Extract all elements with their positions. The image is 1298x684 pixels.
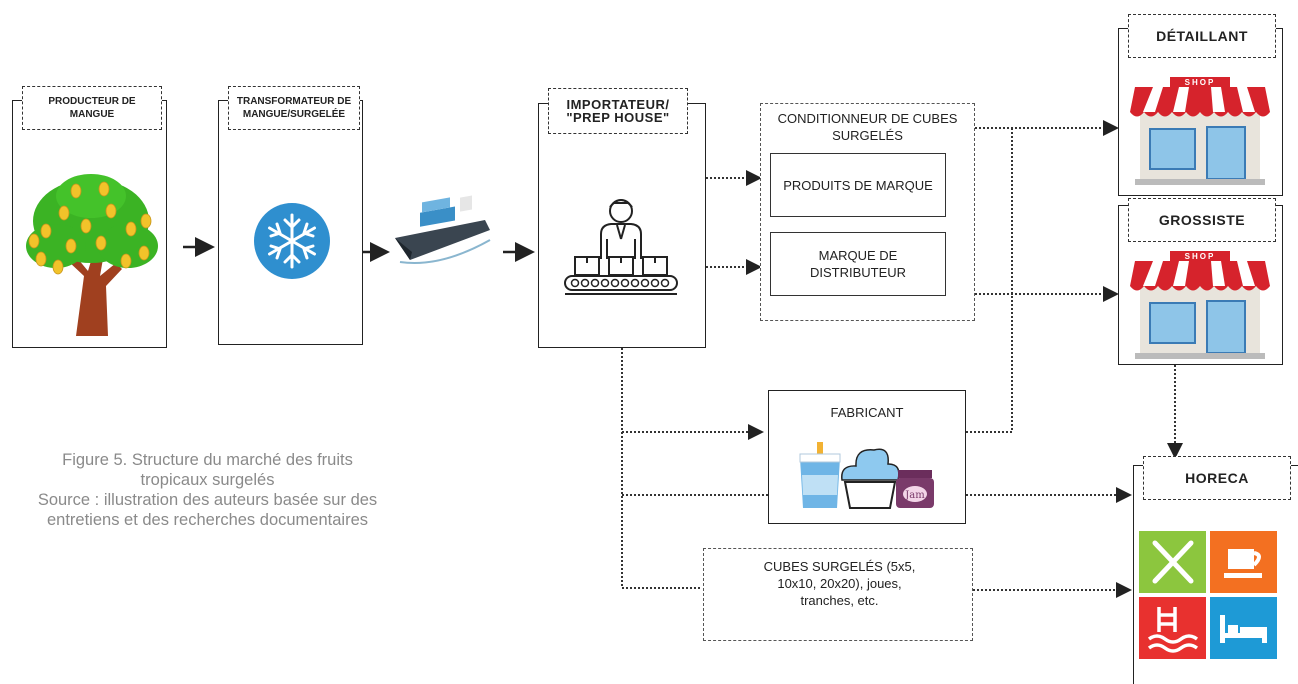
factory-worker-icon (564, 199, 678, 295)
horeca-box (1133, 465, 1298, 684)
ice-cream-icon (841, 448, 900, 509)
caption-line-2: tropicaux surgelés (140, 471, 275, 489)
shop-icon: SHOP (1130, 251, 1270, 359)
svg-text:Jam: Jam (904, 490, 925, 501)
svg-text:SHOP: SHOP (1185, 78, 1216, 87)
pool-icon (1139, 597, 1206, 659)
snowflake-icon (254, 203, 330, 279)
caption-line-3: Source : illustration des auteurs basée … (37, 491, 378, 509)
cafe-icon (1210, 531, 1277, 593)
caption-line-4: entretiens et des recherches documentair… (46, 511, 368, 529)
svg-text:SHOP: SHOP (1185, 252, 1216, 261)
brand-products-box: PRODUITS DE MARQUE (770, 153, 946, 217)
packer-label: CONDITIONNEUR DE CUBES SURGELÉS (777, 111, 958, 143)
jam-jar-icon: Jam (896, 470, 934, 508)
shop-icon: SHOP (1130, 77, 1270, 185)
dotted-manufacturer-to-retailer (966, 128, 1013, 433)
producer-label: PRODUCTEUR DE MANGUE (22, 86, 162, 130)
frozen-cubes-label: CUBES SURGELÉS (5x5, 10x10, 20x20), joue… (763, 559, 916, 608)
frozen-cubes-box (703, 548, 973, 641)
processor-label: TRANSFORMATEUR DE MANGUE/SURGELÉE (228, 86, 360, 130)
retailer-label: DÉTAILLANT (1128, 14, 1276, 58)
processor-box (218, 100, 363, 345)
horeca-icon-grid (1139, 531, 1279, 661)
manufacturer-label: FABRICANT (830, 405, 904, 420)
caption-line-1: Figure 5. Structure du marché des fruits (62, 451, 353, 469)
yogurt-cup-icon (799, 442, 841, 508)
hotel-bed-icon (1210, 597, 1277, 659)
importer-label: IMPORTATEUR/ "PREP HOUSE" (548, 88, 688, 134)
wholesaler-label: GROSSISTE (1128, 198, 1276, 242)
producer-box (12, 100, 167, 348)
dotted-importer-trunk (621, 348, 700, 589)
food-products-icon: Jam (799, 442, 934, 509)
mango-tree-icon (26, 174, 158, 336)
private-label-box: MARQUE DE DISTRIBUTEUR (770, 232, 946, 296)
restaurant-icon (1139, 531, 1206, 593)
figure-caption: Figure 5. Structure du marché des fruits… (20, 450, 395, 530)
ship-icon (395, 195, 491, 265)
horeca-label: HORECA (1143, 456, 1291, 500)
importer-box (538, 103, 706, 348)
